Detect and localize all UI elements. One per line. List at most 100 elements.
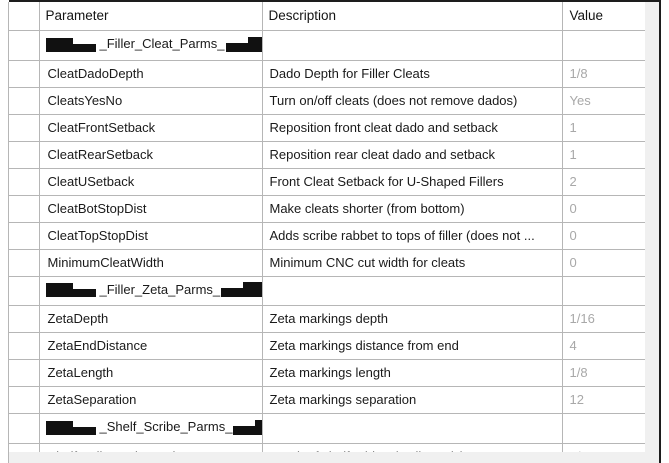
section-header-cell[interactable]: _Filler_Cleat_Parms_ — [39, 30, 263, 61]
parameter-description-cell[interactable]: Adds scribe rabbet to tops of filler (do… — [262, 222, 563, 250]
parameter-value-cell[interactable]: 0 — [562, 249, 645, 277]
redaction-block-icon — [45, 420, 98, 435]
parameter-value-cell[interactable]: 12 — [562, 386, 645, 414]
row-selector-cell[interactable] — [9, 305, 40, 333]
row-selector-cell[interactable] — [9, 222, 40, 250]
parameter-value-cell[interactable]: 0 — [562, 195, 645, 223]
parameter-description-cell[interactable] — [262, 413, 563, 444]
parameter-description-cell[interactable]: Zeta markings length — [262, 359, 563, 387]
row-selector-cell[interactable] — [9, 386, 40, 414]
section-header-text: _Filler_Cleat_Parms_ — [99, 36, 225, 51]
vertical-scrollbar-track[interactable] — [645, 2, 659, 452]
parameter-value-cell[interactable] — [562, 413, 645, 444]
row-selector-cell[interactable] — [9, 249, 40, 277]
parameter-description-cell[interactable] — [262, 30, 563, 61]
column-header-value[interactable]: Value — [562, 2, 645, 31]
parameter-description-cell[interactable]: Minimum CNC cut width for cleats — [262, 249, 563, 277]
parameter-name-cell[interactable]: ZetaSeparation — [39, 386, 263, 414]
row-selector-cell[interactable] — [9, 413, 40, 444]
parameter-value-cell[interactable] — [562, 276, 645, 306]
parameter-value-cell[interactable]: 4 — [562, 332, 645, 360]
parameter-name-cell[interactable]: CleatRearSetback — [39, 141, 263, 169]
row-selector-cell[interactable] — [9, 114, 40, 142]
row-selector-cell[interactable] — [9, 359, 40, 387]
parameter-description-cell[interactable]: Turn on/off cleats (does not remove dado… — [262, 87, 563, 115]
row-selector-cell[interactable] — [9, 141, 40, 169]
row-selector-cell[interactable] — [9, 443, 40, 452]
row-selector-cell[interactable] — [9, 195, 40, 223]
parameter-name-cell[interactable]: ZetaDepth — [39, 305, 263, 333]
parameter-value-cell[interactable]: 1/16 — [562, 305, 645, 333]
parameter-description-cell[interactable]: Zeta markings distance from end — [262, 332, 563, 360]
redaction-block-icon — [225, 36, 261, 52]
parameter-description-cell[interactable]: Reposition rear cleat dado and setback — [262, 141, 563, 169]
window-top-border — [9, 0, 661, 2]
parameter-description-cell[interactable]: Depth of shelf rabbet (scribe only) — [262, 443, 563, 452]
row-selector-cell[interactable] — [9, 60, 40, 88]
parameter-description-cell[interactable]: Zeta markings depth — [262, 305, 563, 333]
parameter-value-cell[interactable]: 1/8 — [562, 359, 645, 387]
table-section-row[interactable]: _Filler_Zeta_Parms_ — [9, 276, 645, 306]
section-header-label: _Shelf_Scribe_Parms_ — [45, 414, 261, 440]
row-selector-cell[interactable] — [9, 168, 40, 196]
parameter-name-cell[interactable]: ZetaEndDistance — [39, 332, 263, 360]
section-header-label: _Filler_Zeta_Parms_ — [45, 277, 261, 303]
column-header-description[interactable]: Description — [262, 2, 563, 31]
parameter-value-cell[interactable]: Yes — [562, 87, 645, 115]
parameter-value-cell[interactable]: 2 — [562, 168, 645, 196]
column-header-parameter[interactable]: Parameter — [39, 2, 263, 31]
table-section-row[interactable]: _Filler_Cleat_Parms_ — [9, 30, 645, 61]
section-header-label: _Filler_Cleat_Parms_ — [45, 31, 261, 57]
window-right-border — [659, 0, 661, 463]
parameter-value-cell[interactable]: 1 — [562, 114, 645, 142]
parameter-name-cell[interactable]: CleatsYesNo — [39, 87, 263, 115]
table-header-row: Parameter Description Value — [9, 2, 645, 31]
parameter-name-cell[interactable]: MinimumCleatWidth — [39, 249, 263, 277]
parameter-value-cell[interactable]: 1 — [562, 141, 645, 169]
section-header-cell[interactable]: _Shelf_Scribe_Parms_ — [39, 413, 263, 444]
parameter-name-cell[interactable]: CleatTopStopDist — [39, 222, 263, 250]
parameter-name-cell[interactable]: CleatDadoDepth — [39, 60, 263, 88]
parameter-name-cell[interactable]: CleatFrontSetback — [39, 114, 263, 142]
parameter-value-cell[interactable]: 0 — [562, 222, 645, 250]
table-section-row[interactable]: _Shelf_Scribe_Parms_ — [9, 413, 645, 444]
section-header-text: _Shelf_Scribe_Parms_ — [99, 419, 233, 434]
column-header-gutter — [9, 2, 40, 31]
bottom-filler-strip — [9, 452, 659, 463]
parameter-description-cell[interactable]: Front Cleat Setback for U-Shaped Fillers — [262, 168, 563, 196]
parameter-value-cell[interactable]: 1/8 — [562, 60, 645, 88]
parameter-name-cell[interactable]: ShelfScribeDadoDepth — [39, 443, 263, 452]
row-selector-cell[interactable] — [9, 276, 40, 306]
parameter-description-cell[interactable] — [262, 276, 563, 306]
parameter-description-cell[interactable]: Zeta markings separation — [262, 386, 563, 414]
parameter-name-cell[interactable]: ZetaLength — [39, 359, 263, 387]
parameter-value-cell[interactable]: 3/8 — [562, 443, 645, 452]
parameter-description-cell[interactable]: Dado Depth for Filler Cleats — [262, 60, 563, 88]
row-selector-cell[interactable] — [9, 87, 40, 115]
table-row[interactable]: ShelfScribeDadoDepthDepth of shelf rabbe… — [9, 443, 645, 452]
section-header-text: _Filler_Zeta_Parms_ — [99, 281, 221, 297]
parameter-description-cell[interactable]: Make cleats shorter (from bottom) — [262, 195, 563, 223]
parameter-description-cell[interactable]: Reposition front cleat dado and setback — [262, 114, 563, 142]
row-selector-cell[interactable] — [9, 30, 40, 61]
parameter-value-cell[interactable] — [562, 30, 645, 61]
parameter-name-cell[interactable]: CleatUSetback — [39, 168, 263, 196]
parameter-name-cell[interactable]: CleatBotStopDist — [39, 195, 263, 223]
section-header-cell[interactable]: _Filler_Zeta_Parms_ — [39, 276, 263, 306]
redaction-block-icon — [45, 283, 98, 297]
row-selector-cell[interactable] — [9, 332, 40, 360]
